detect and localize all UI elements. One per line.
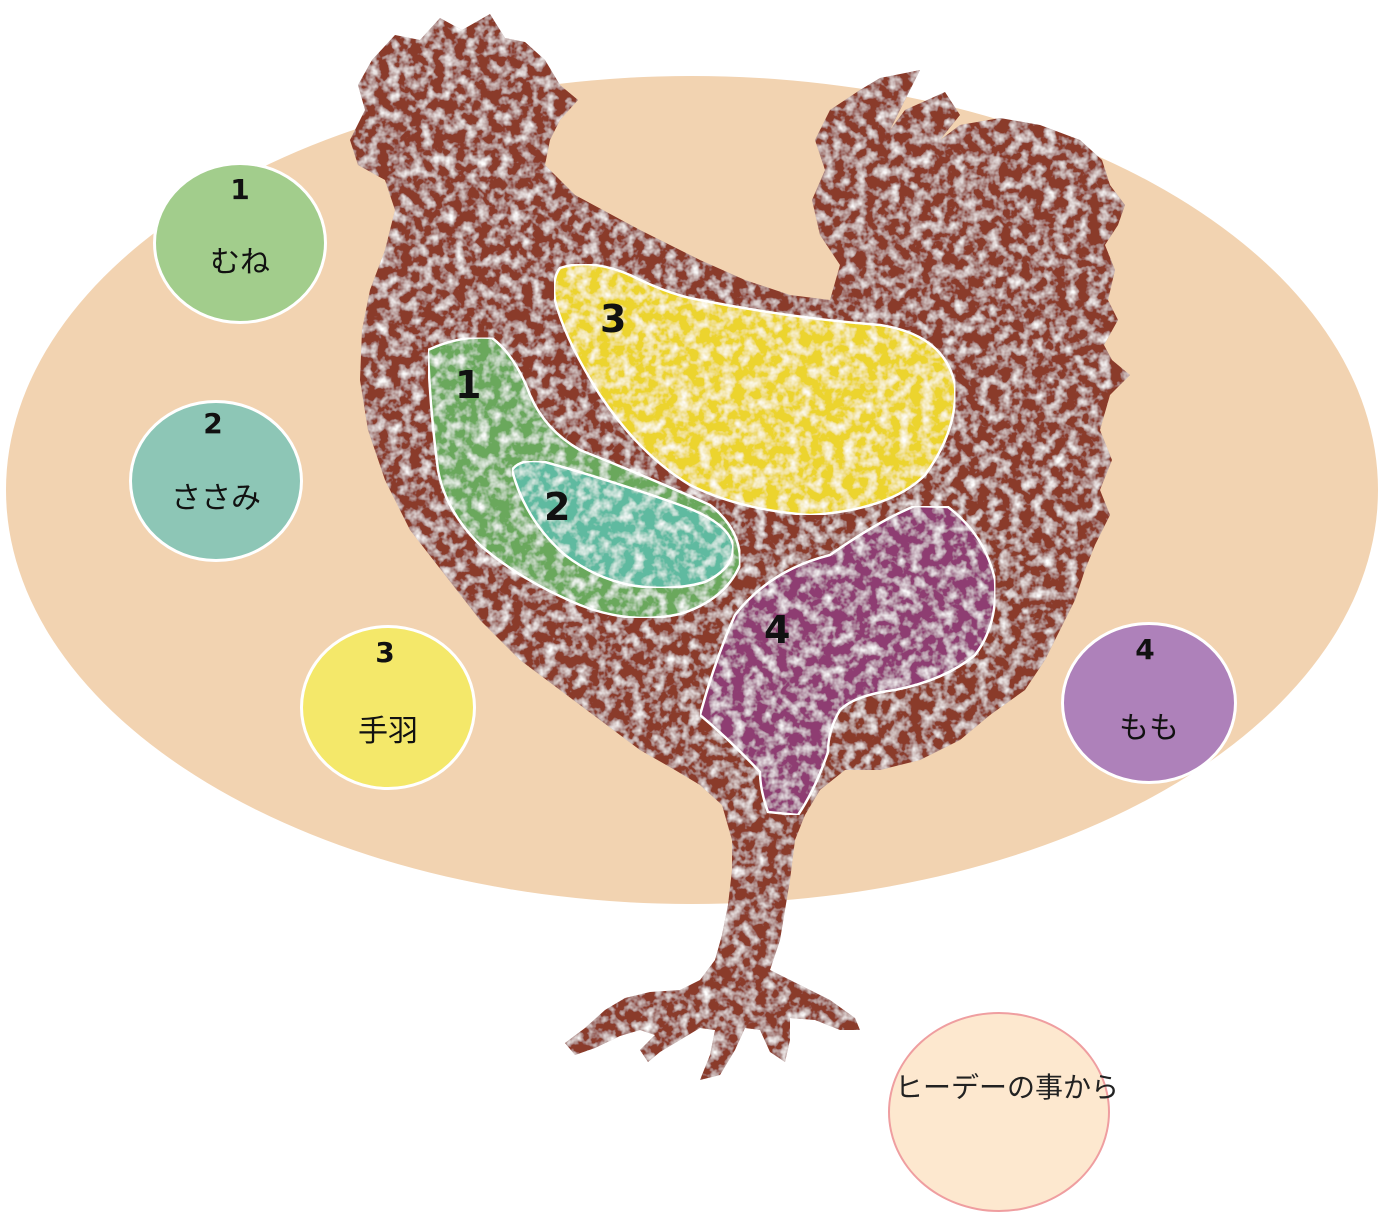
partial-info-circle <box>888 1012 1110 1212</box>
legend-number: 3 <box>297 636 473 669</box>
cut-4-number: 4 <box>764 608 790 652</box>
legend-label: 手羽 <box>303 706 473 750</box>
legend-label: ささみ <box>132 473 300 517</box>
partial-info-caption: ヒーデーの事から <box>895 1066 1119 1106</box>
legend-number: 1 <box>156 173 324 206</box>
cut-3-number: 3 <box>600 297 626 341</box>
legend-thigh[interactable]: 4 もも <box>1061 622 1237 784</box>
legend-label: むね <box>156 237 324 281</box>
cut-1-number: 1 <box>455 363 481 407</box>
cut-2-number: 2 <box>544 485 570 529</box>
legend-wing[interactable]: 3 手羽 <box>300 625 476 790</box>
legend-number: 4 <box>1056 633 1234 666</box>
legend-number: 2 <box>126 407 300 440</box>
legend-tenderloin[interactable]: 2 ささみ <box>129 400 303 562</box>
legend-breast[interactable]: 1 むね <box>153 162 327 324</box>
legend-label: もも <box>1064 703 1234 747</box>
